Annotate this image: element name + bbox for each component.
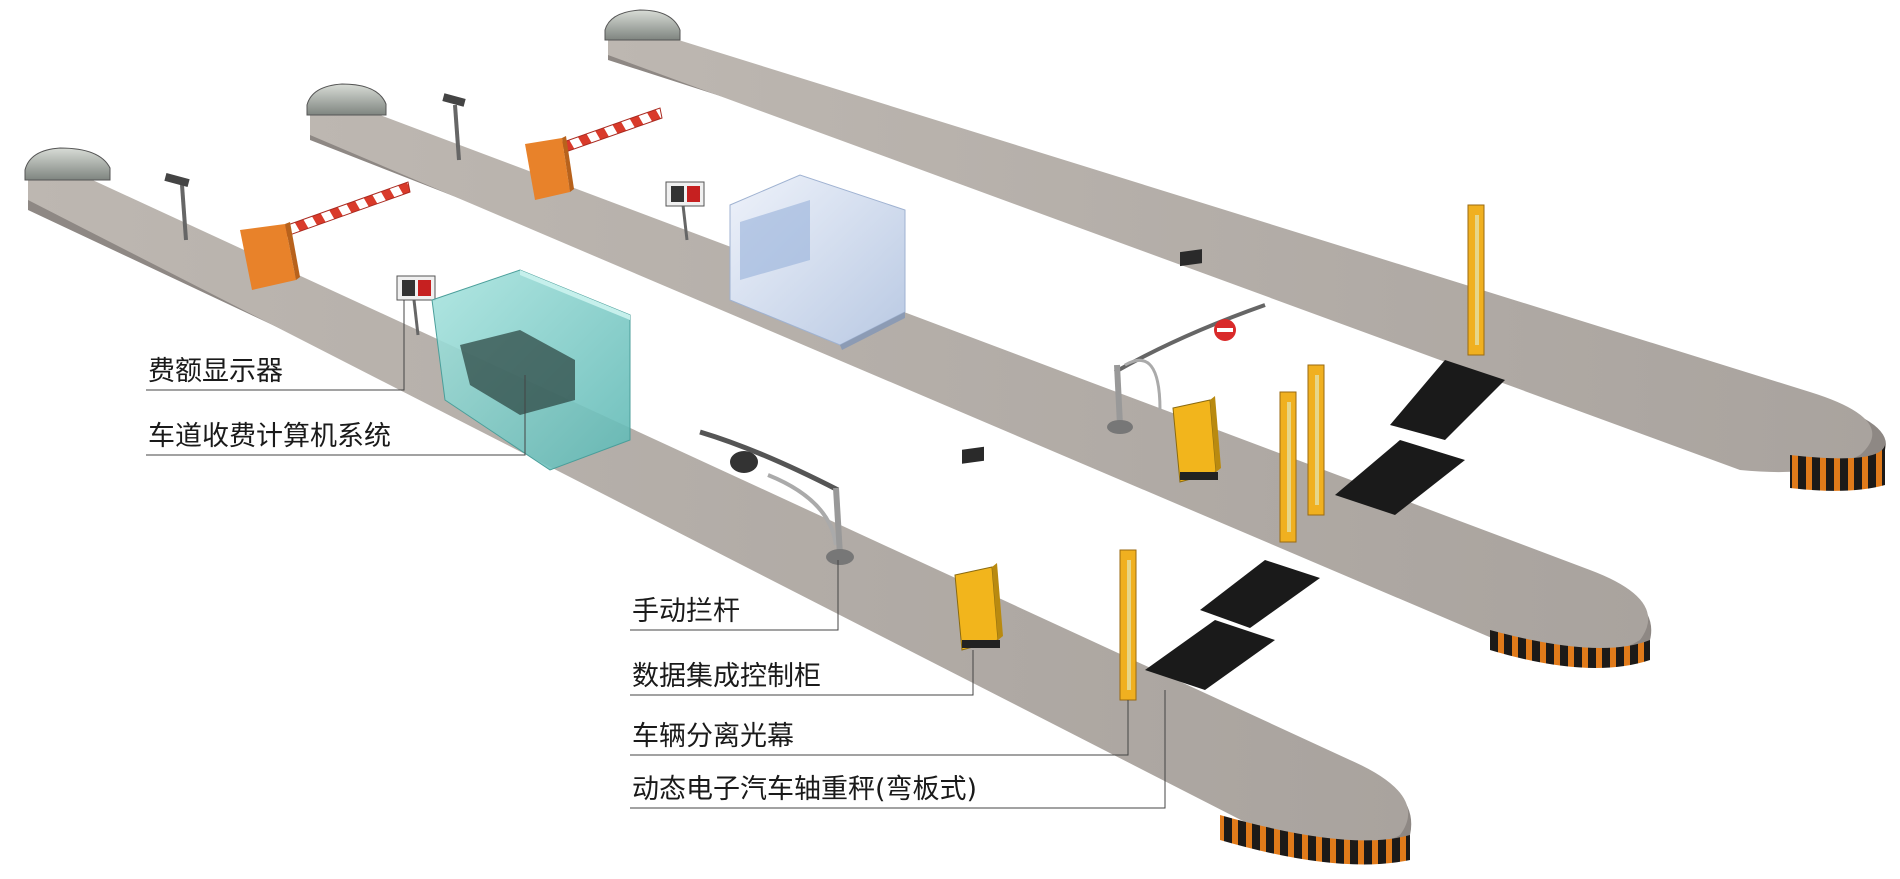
tunnel-portal-back <box>604 9 681 41</box>
manual-barrier-middle <box>1107 303 1266 434</box>
label-axle-scale: 动态电子汽车轴重秤(弯板式) <box>632 774 978 805</box>
auto-barrier-gate-front <box>240 181 411 290</box>
no-entry-sign <box>1214 319 1236 341</box>
road-lane-back <box>604 9 1886 491</box>
toll-booth-middle <box>729 174 906 350</box>
fee-display-sign-front <box>396 275 436 336</box>
light-curtain-pole-middle-b <box>1307 364 1325 516</box>
label-manual-barrier: 手动拦杆 <box>632 596 740 627</box>
control-cabinet-front <box>954 446 1003 651</box>
weigh-plate-middle <box>1335 360 1505 515</box>
label-light-curtain: 车辆分离光幕 <box>632 721 794 752</box>
fee-display-sign-middle <box>665 181 705 241</box>
label-data-cabinet: 数据集成控制柜 <box>632 661 821 692</box>
label-lane-computer: 车道收费计算机系统 <box>148 421 391 452</box>
light-curtain-pole-middle-a <box>1279 391 1297 543</box>
weigh-plate-front <box>1145 560 1320 690</box>
toll-booth-front <box>431 269 631 471</box>
street-lamp-middle <box>442 93 466 161</box>
street-lamp-front <box>164 173 190 241</box>
tunnel-portal-middle <box>306 83 387 116</box>
leader-lines <box>146 300 1166 809</box>
auto-barrier-gate-middle <box>525 107 663 200</box>
road-lane-middle <box>306 83 1652 668</box>
control-cabinet-middle <box>1172 249 1221 483</box>
light-curtain-pole-front <box>1119 549 1137 701</box>
road-lane-front <box>24 147 1412 865</box>
light-curtain-pole-back <box>1467 204 1485 356</box>
tunnel-portal-front <box>24 147 111 181</box>
label-fee-display: 费额显示器 <box>148 356 283 387</box>
manual-barrier-front <box>699 429 854 565</box>
